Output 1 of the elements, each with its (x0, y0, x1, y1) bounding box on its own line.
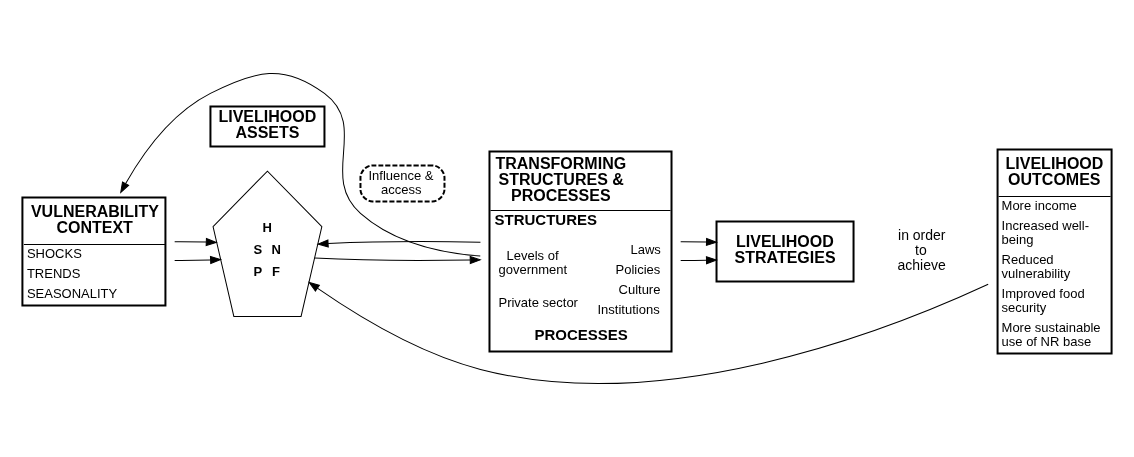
label: in order to achieve (897, 227, 946, 274)
